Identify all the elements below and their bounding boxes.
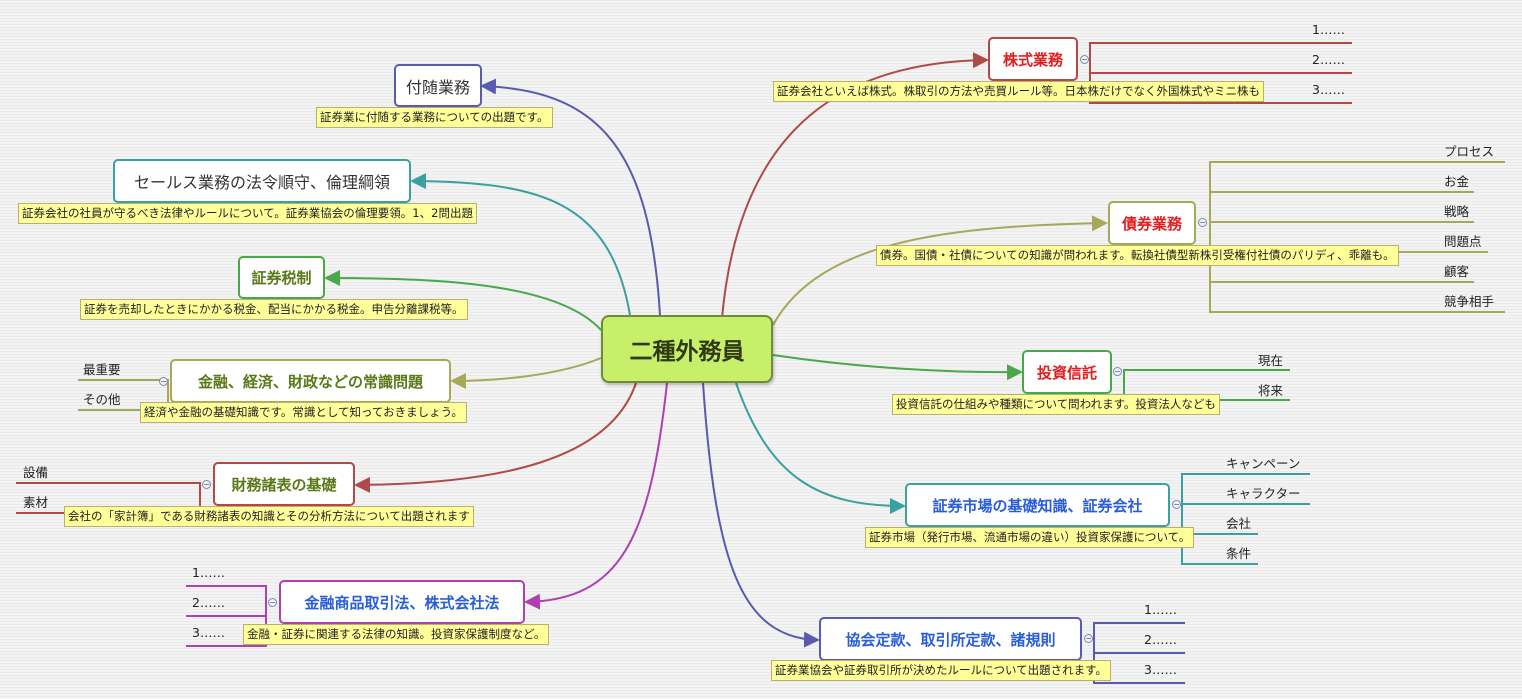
link-saiken: [772, 215, 1108, 326]
leaf-saiken-2[interactable]: お金: [1444, 174, 1470, 189]
collapse-toggle-icon[interactable]: −: [1084, 634, 1093, 643]
collapse-toggle-icon[interactable]: −: [268, 598, 277, 607]
leaf-kinyu-1[interactable]: 最重要: [83, 362, 121, 377]
collapse-toggle-icon[interactable]: −: [202, 480, 211, 489]
note-kinsho: 金融・証券に関連する法律の知識。投資家保護制度など。: [243, 624, 550, 645]
leaf-shijou-4[interactable]: 条件: [1226, 546, 1252, 561]
topic-shijou[interactable]: 証券市場の基礎知識、証券会社: [905, 483, 1170, 527]
note-shijou: 証券市場（発行市場、流通市場の違い）投資家保護について。: [865, 527, 1195, 548]
topic-kabushiki[interactable]: 株式業務: [988, 37, 1078, 81]
note-saiken: 債券。国債・社債についての知識が問われます。転換社債型新株引受権付社債のパリディ…: [876, 245, 1399, 266]
leaf-kabushiki-3[interactable]: 3……: [1312, 82, 1345, 97]
link-zaimu: [354, 382, 637, 493]
leaf-toushi-2[interactable]: 将来: [1258, 383, 1284, 398]
leaf-kyoukai-1[interactable]: 1……: [1144, 602, 1177, 617]
note-toushi: 投資信託の仕組みや種類について問われます。投資法人なども: [892, 394, 1220, 415]
leaf-shijou-1[interactable]: キャンペーン: [1226, 456, 1301, 471]
link-zeisei: [324, 270, 602, 331]
topic-kinsho[interactable]: 金融商品取引法、株式会社法: [279, 580, 525, 624]
note-kinyu: 経済や金融の基礎知識です。常識として知っておきましょう。: [140, 402, 467, 423]
topic-kyoukai[interactable]: 協会定款、取引所定款、諸規則: [819, 617, 1082, 661]
note-sales: 証券会社の社員が守るべき法律やルールについて。証券業協会の倫理要領。1、2問出題: [18, 203, 477, 224]
topic-toushi[interactable]: 投資信託: [1022, 350, 1112, 394]
leaf-kinyu-2[interactable]: その他: [83, 392, 121, 407]
link-shijou: [735, 382, 906, 514]
topic-fuzui[interactable]: 付随業務: [394, 64, 482, 107]
link-kinsho: [524, 382, 668, 610]
leaf-saiken-4[interactable]: 問題点: [1444, 234, 1482, 249]
leaf-kyoukai-3[interactable]: 3……: [1144, 662, 1177, 677]
leaf-shijou-2[interactable]: キャラクター: [1226, 486, 1301, 501]
note-zeisei: 証券を売却したときにかかる税金、配当にかかる税金。申告分離課税等。: [80, 299, 468, 320]
leaf-kyoukai-2[interactable]: 2……: [1144, 632, 1177, 647]
note-zaimu: 会社の「家計簿」である財務諸表の知識とその分析方法について出題されます: [64, 506, 474, 527]
leaf-kinsho-3[interactable]: 3……: [192, 625, 225, 640]
collapse-toggle-icon[interactable]: −: [1113, 367, 1122, 376]
central-topic[interactable]: 二種外務員: [601, 315, 773, 383]
link-kinyu: [450, 357, 602, 389]
note-kabushiki: 証券会社といえば株式。株取引の方法や売買ルール等。日本株だけでなく外国株式やミニ…: [773, 81, 1264, 102]
leaf-toushi-1[interactable]: 現在: [1258, 353, 1284, 368]
leaf-shijou-3[interactable]: 会社: [1226, 516, 1252, 531]
collapse-toggle-icon[interactable]: −: [159, 377, 168, 386]
leaf-kabushiki-2[interactable]: 2……: [1312, 52, 1345, 67]
link-kabushiki: [721, 52, 989, 319]
link-kyoukai: [702, 382, 820, 648]
collapse-toggle-icon[interactable]: −: [1198, 218, 1207, 227]
topic-sales[interactable]: セールス業務の法令順守、倫理綱領: [113, 159, 411, 203]
collapse-toggle-icon[interactable]: −: [1172, 500, 1181, 509]
leaf-saiken-3[interactable]: 戦略: [1444, 204, 1470, 219]
leaf-saiken-6[interactable]: 競争相手: [1444, 294, 1495, 309]
note-kyoukai: 証券業協会や証券取引所が決めたルールについて出題されます。: [771, 660, 1112, 681]
topic-saiken[interactable]: 債券業務: [1108, 201, 1196, 245]
topic-zaimu[interactable]: 財務諸表の基礎: [213, 462, 355, 506]
collapse-toggle-icon[interactable]: −: [1080, 55, 1089, 64]
leaf-kabushiki-1[interactable]: 1……: [1312, 22, 1345, 37]
leaf-zaimu-1[interactable]: 設備: [23, 465, 49, 480]
leaf-saiken-5[interactable]: 顧客: [1444, 264, 1470, 279]
leaf-kinsho-1[interactable]: 1……: [192, 565, 225, 580]
topic-zeisei[interactable]: 証券税制: [238, 256, 325, 299]
link-fuzui: [480, 78, 661, 316]
leaf-zaimu-2[interactable]: 素材: [23, 495, 49, 510]
topic-kinyu[interactable]: 金融、経済、財政などの常識問題: [170, 359, 451, 403]
link-toushi: [772, 354, 1023, 381]
leaf-kinsho-2[interactable]: 2……: [192, 595, 225, 610]
link-sales: [410, 173, 631, 316]
leaf-saiken-1[interactable]: プロセス: [1444, 144, 1495, 159]
note-fuzui: 証券業に付随する業務についての出題です。: [316, 107, 553, 128]
